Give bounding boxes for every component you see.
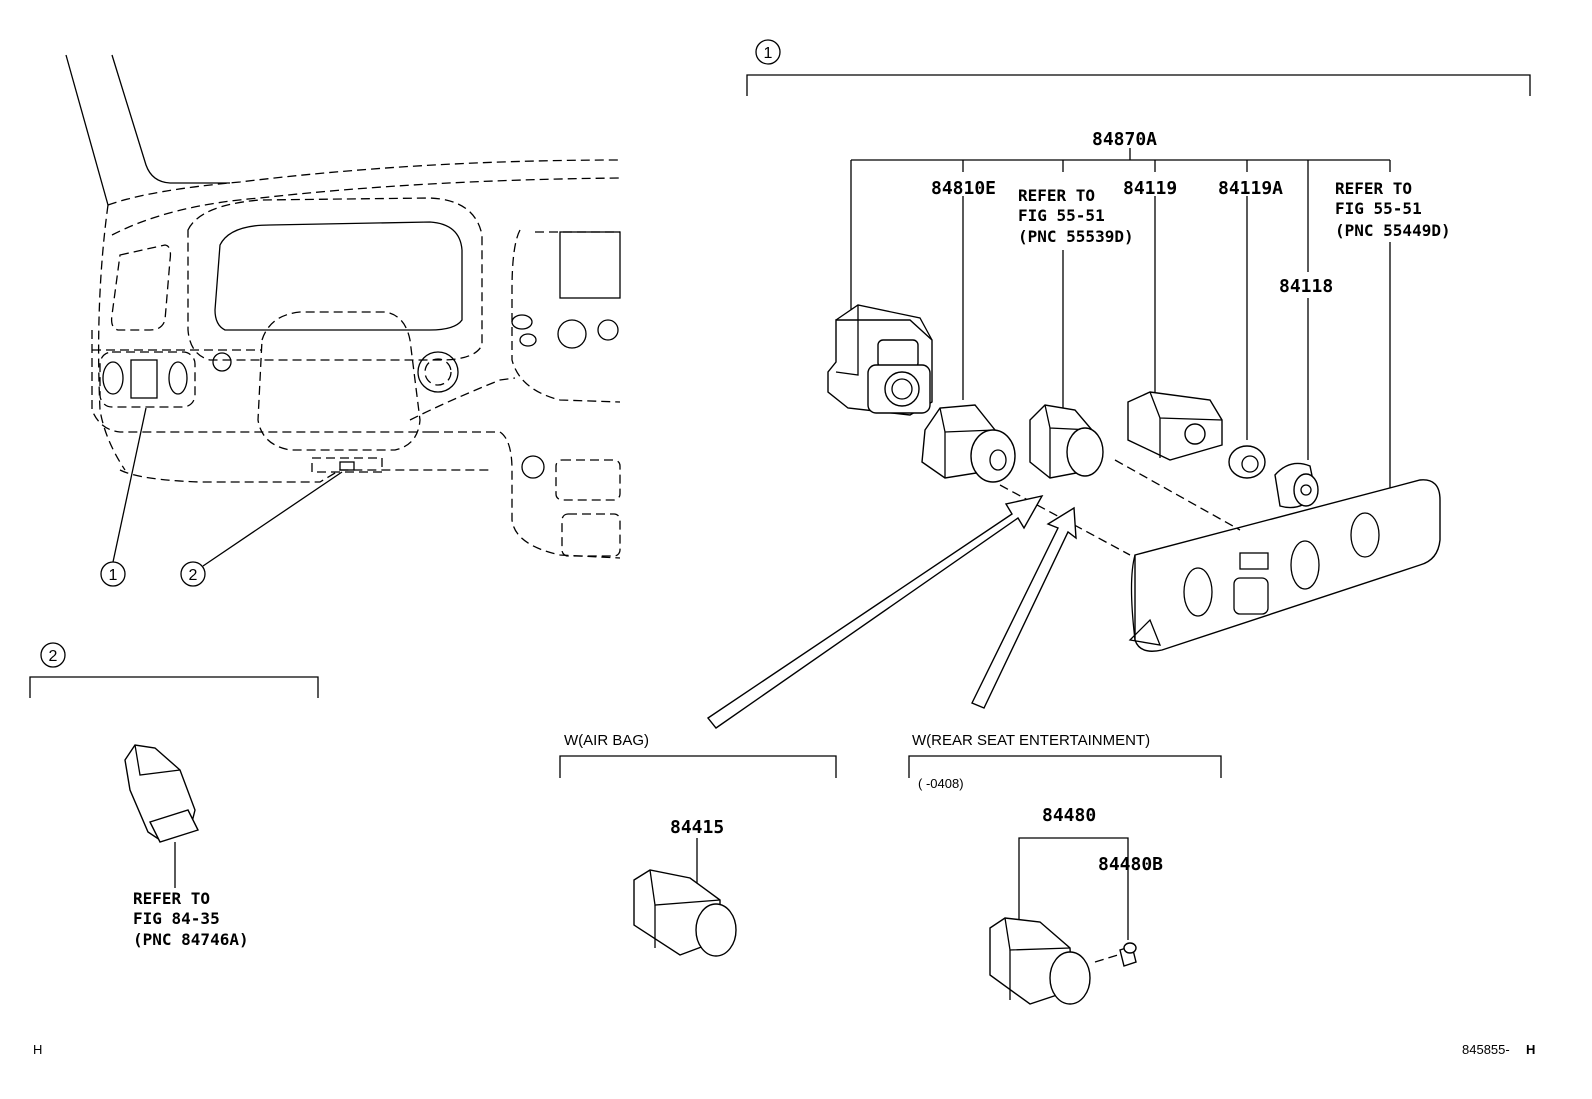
switch-55539D-illustration: [1029, 404, 1104, 479]
part-label-84810E: 84810E: [931, 178, 996, 199]
rear-seat-group-label: W(REAR SEAT ENTERTAINMENT): [912, 732, 1150, 749]
main-assembly-parts: [827, 304, 1441, 652]
section-2-refer-line-3: (PNC 84746A): [133, 930, 249, 949]
switch-84480-illustration: [989, 917, 1091, 1005]
switch-84119-illustration: [1127, 391, 1223, 461]
section-2-refer-line-2: FIG 84-35: [133, 909, 220, 928]
part-label-84119: 84119: [1123, 178, 1177, 199]
callout-1-dashboard: 1: [109, 567, 118, 584]
part-2-illustration: [124, 744, 199, 843]
rear-seat-date-range: ( -0408): [918, 776, 964, 791]
part-label-84118: 84118: [1279, 276, 1333, 297]
refer-left-line-3: (PNC 55539D): [1018, 227, 1134, 246]
section-2: 2 REFER TO FIG 84-35 (PNC 84746A): [29, 642, 319, 949]
install-arrows: [706, 494, 1077, 729]
callout-2-dashboard: 2: [189, 567, 198, 584]
figure-id-suffix: H: [1526, 1042, 1535, 1057]
airbag-group-label: W(AIR BAG): [564, 732, 649, 749]
knob-84118-illustration: [1274, 462, 1319, 509]
knob-84119A-illustration: [1228, 445, 1266, 479]
screw-84480B-illustration: [1094, 942, 1137, 967]
refer-right-line-2: FIG 55-51: [1335, 199, 1422, 218]
switch-84810E-illustration: [921, 404, 1016, 483]
refer-left-line-1: REFER TO: [1018, 186, 1095, 205]
figure-id: 845855-: [1462, 1042, 1510, 1057]
refer-right-line-3: (PNC 55449D): [1335, 221, 1451, 240]
section-1-header: 1: [746, 39, 1531, 96]
rear-seat-group: W(REAR SEAT ENTERTAINMENT) ( -0408) 8448…: [908, 732, 1222, 1005]
part-label-84119A: 84119A: [1218, 178, 1283, 199]
dashboard-overview: 1 2: [65, 54, 621, 587]
airbag-group: W(AIR BAG) 84415: [559, 732, 837, 957]
section-2-refer-line-1: REFER TO: [133, 889, 210, 908]
switch-bezel-illustration: [1128, 479, 1441, 652]
part-label-84480B: 84480B: [1098, 854, 1163, 875]
mirror-switch-illustration: [827, 304, 933, 416]
footer-left-code: H: [33, 1042, 42, 1057]
footer: H 845855- H: [33, 1042, 1535, 1057]
part-label-84480: 84480: [1042, 805, 1096, 826]
callout-2-section: 2: [49, 648, 58, 665]
part-label-84415: 84415: [670, 817, 724, 838]
part-label-84870A: 84870A: [1092, 129, 1157, 150]
callout-1-section: 1: [764, 45, 773, 62]
main-assembly-labels: 84870A 84810E 84119 84119A 84118 REFER T…: [850, 129, 1451, 488]
refer-right-line-1: REFER TO: [1335, 179, 1412, 198]
switch-84415-illustration: [633, 869, 737, 957]
refer-left-line-2: FIG 55-51: [1018, 206, 1105, 225]
